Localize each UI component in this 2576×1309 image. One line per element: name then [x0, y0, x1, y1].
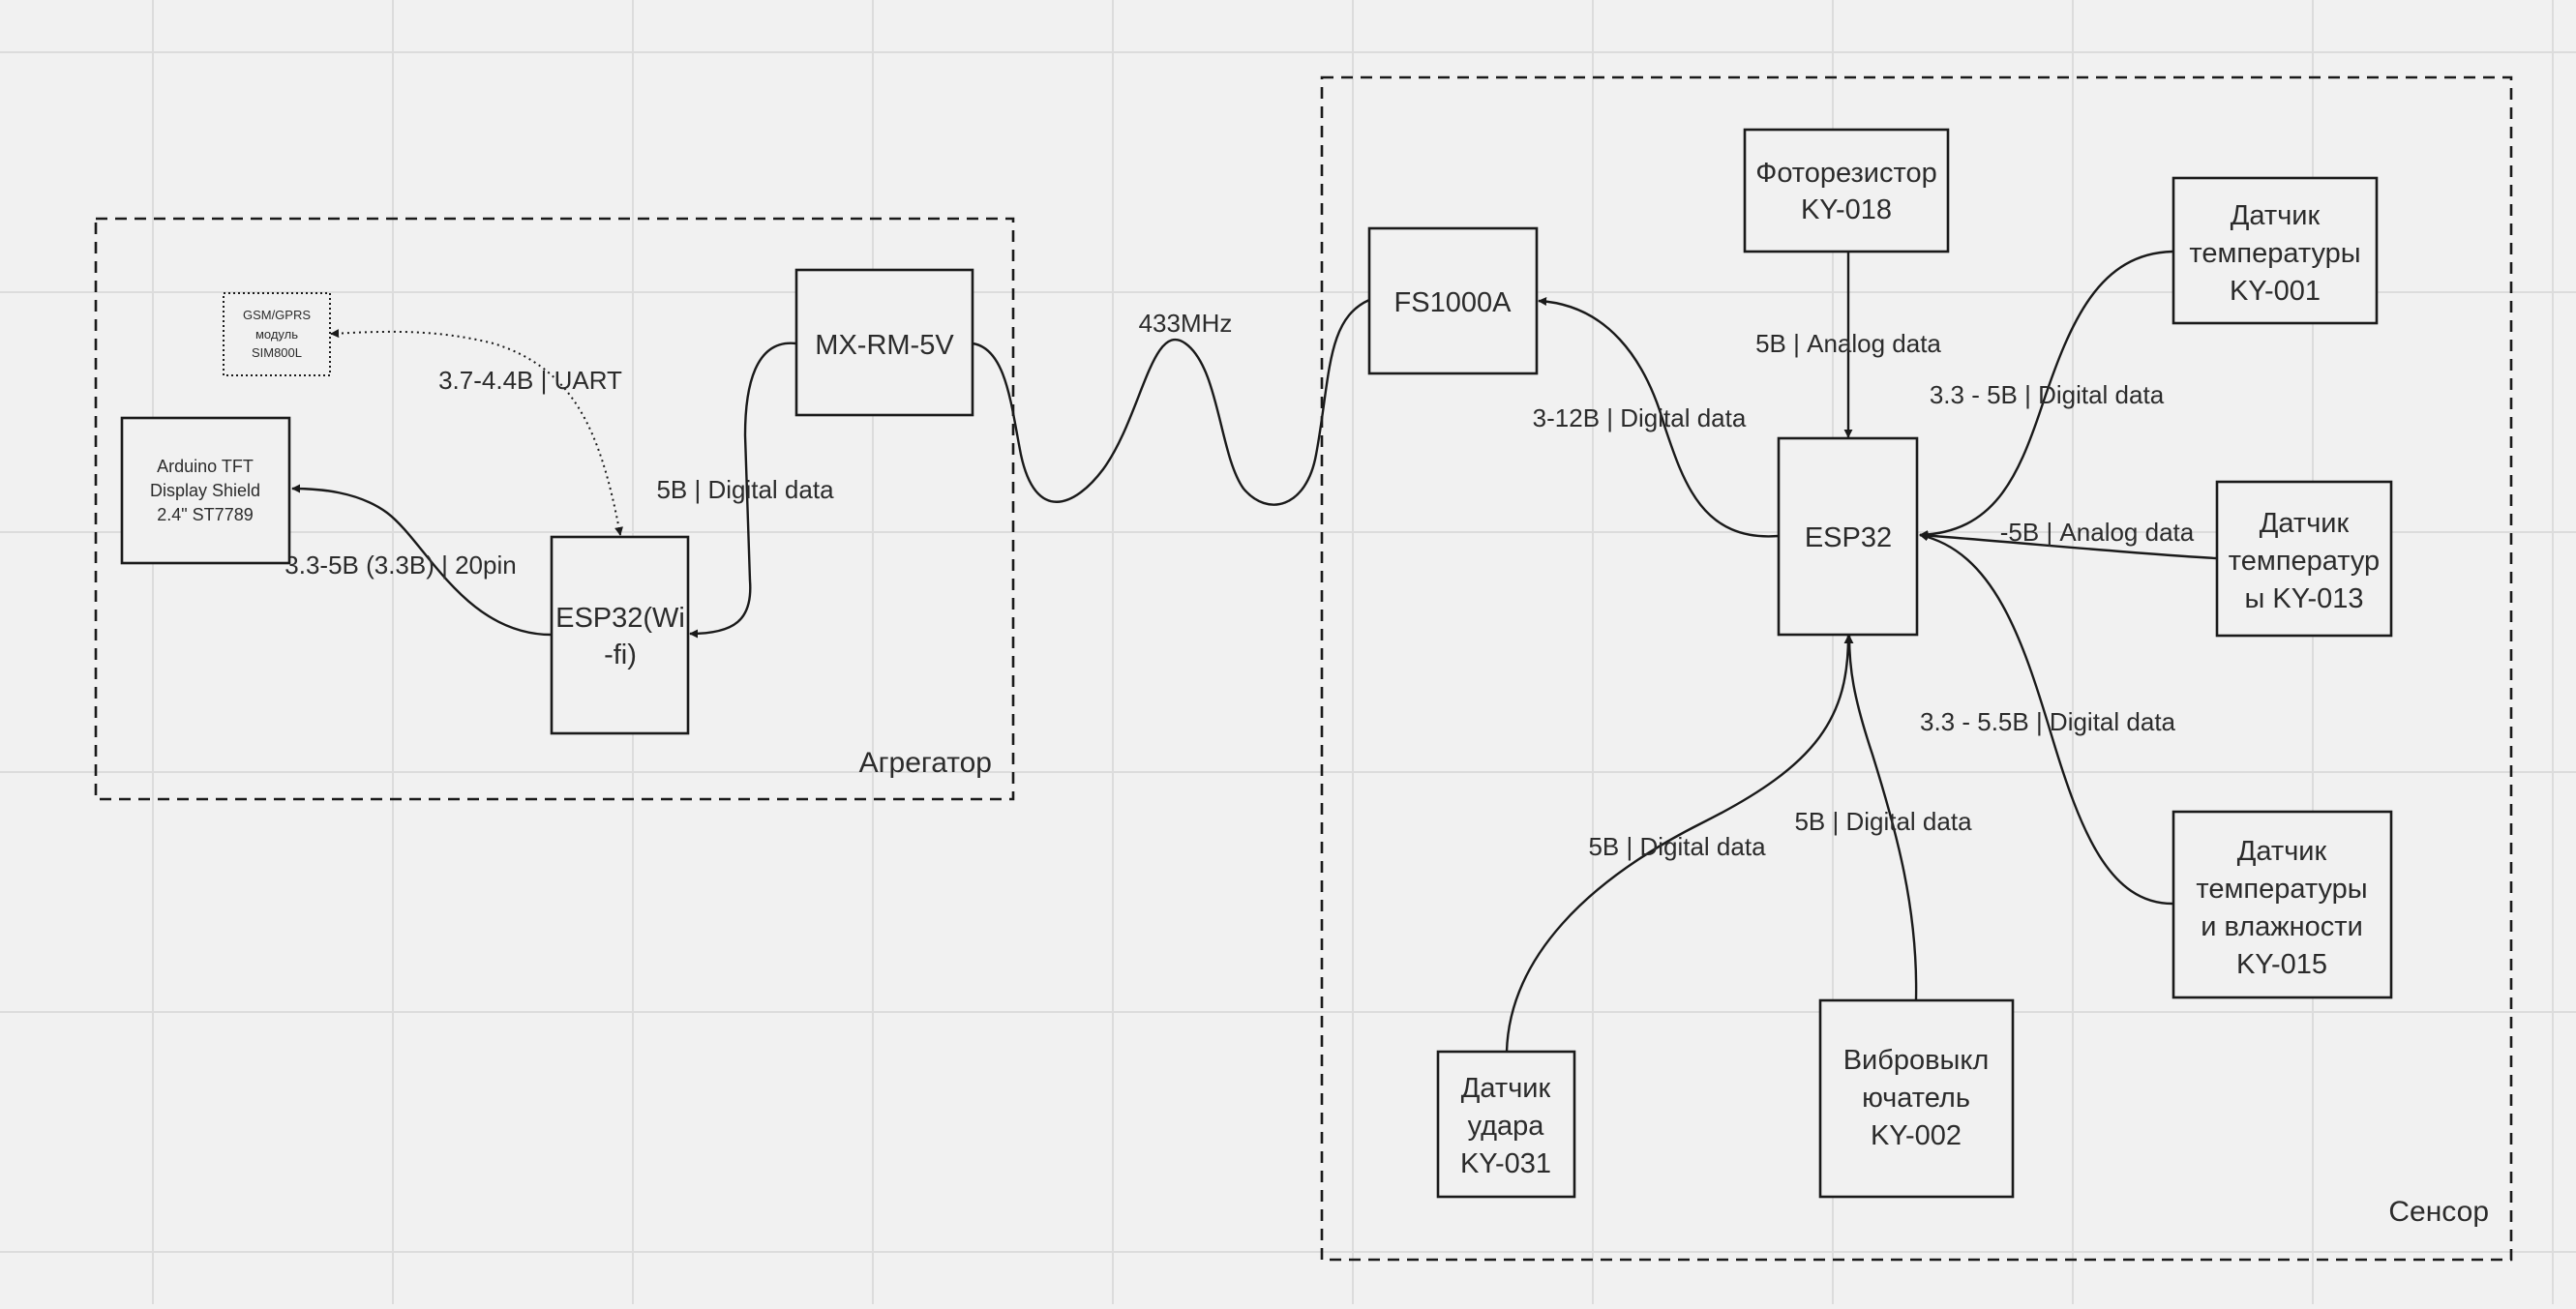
ky031-connector	[1505, 635, 1853, 1053]
ky001-line-1: Датчик	[2231, 200, 2321, 231]
edge-label-ky002-digital: 5В | Digital data	[1794, 807, 1972, 836]
ky015-line-3: и влажности	[2201, 911, 2363, 942]
esp32-node[interactable]: ESP32	[1777, 436, 1919, 637]
ky015-connector	[1919, 532, 2173, 906]
esp32-line-1: ESP32	[1805, 522, 1892, 553]
esp32-wifi-node[interactable]: ESP32(Wi -fi)	[550, 535, 690, 735]
edge-label-ky001-digital: 3.3 - 5В | Digital data	[1930, 380, 2165, 409]
ky015-line-1: Датчик	[2237, 836, 2327, 867]
ky001-line-3: KY-001	[2230, 276, 2321, 307]
temp-humidity-sensor-ky015-node[interactable]: Датчик температуры и влажности KY-015	[2172, 810, 2393, 999]
ky002-connector	[1844, 635, 1918, 1000]
ky002-line-1: Вибровыкл	[1843, 1045, 1990, 1076]
ky002-line-2: ючатель	[1862, 1083, 1970, 1114]
tft-connector	[291, 484, 553, 637]
ky015-line-4: KY-015	[2236, 949, 2327, 980]
edge-label-fs-digital: 3-12В | Digital data	[1533, 403, 1747, 432]
aggregator-group	[94, 217, 1015, 801]
tft-line-2: Display Shield	[150, 481, 260, 500]
esp32-wifi-line-2: -fi)	[604, 640, 637, 670]
shock-sensor-ky031-node[interactable]: Датчик удара KY-031	[1436, 1050, 1576, 1199]
mx-rm-5v-node[interactable]: MX-RM-5V	[794, 268, 974, 417]
edge-label-mx-digital: 5В | Digital data	[656, 475, 834, 504]
ky002-line-3: KY-002	[1871, 1120, 1962, 1151]
ky013-line-2: температур	[2229, 546, 2380, 577]
esp32-wifi-line-1: ESP32(Wi	[555, 603, 685, 634]
gsm-line-3: SIM800L	[252, 345, 302, 360]
edge-label-ky031-digital: 5В | Digital data	[1588, 832, 1766, 861]
gsm-line-1: GSM/GPRS	[243, 308, 311, 322]
radio-433mhz-connector	[972, 298, 1370, 506]
sensor-group	[1320, 75, 2513, 1262]
photoresistor-line-2: KY-018	[1801, 194, 1892, 225]
tft-display-node[interactable]: Arduino TFT Display Shield 2.4" ST7789	[120, 416, 291, 565]
gsm-line-2: модуль	[255, 327, 298, 342]
edge-label-ky015-digital: 3.3 - 5.5В | Digital data	[1920, 707, 2176, 736]
temp-sensor-ky013-node[interactable]: Датчик температур ы KY-013	[2215, 480, 2393, 638]
mx-rm-line-1: MX-RM-5V	[815, 330, 954, 361]
fs1000a-line-1: FS1000A	[1394, 287, 1513, 318]
fs1000a-node[interactable]: FS1000A	[1367, 226, 1539, 375]
tft-line-1: Arduino TFT	[157, 457, 254, 476]
tft-line-3: 2.4" ST7789	[157, 505, 253, 524]
gsm-module-node[interactable]: GSM/GPRS модуль SIM800L	[223, 292, 331, 376]
temp-sensor-ky001-node[interactable]: Датчик температуры KY-001	[2172, 176, 2379, 325]
photoresistor-line-1: Фоторезистор	[1755, 158, 1936, 189]
vibration-switch-ky002-node[interactable]: Вибровыкл ючатель KY-002	[1818, 998, 2015, 1199]
ky001-connector	[1919, 250, 2173, 540]
ky015-line-2: температуры	[2196, 874, 2367, 905]
edge-label-ky013-analog: -5В | Analog data	[2000, 518, 2195, 547]
edge-label-tft-20pin: 3.3-5В (3.3В) | 20pin	[285, 550, 516, 580]
edge-label-gsm-uart: 3.7-4.4В | UART	[438, 366, 622, 395]
ky013-line-1: Датчик	[2260, 508, 2350, 539]
esp32-fs1000a-connector	[1538, 296, 1780, 538]
ky013-line-3: ы KY-013	[2245, 583, 2364, 614]
ky001-line-2: температуры	[2189, 238, 2360, 269]
aggregator-group-title: Агрегатор	[859, 747, 992, 779]
ky031-line-3: KY-031	[1460, 1148, 1551, 1179]
mx-esp32-connector	[689, 342, 797, 639]
edge-label-photo-analog: 5В | Analog data	[1755, 329, 1941, 358]
edge-label-radio: 433MHz	[1139, 309, 1233, 338]
photoresistor-node[interactable]: Фоторезистор KY-018	[1743, 128, 1950, 253]
ky013-connector	[1919, 531, 2217, 560]
ky031-line-1: Датчик	[1461, 1073, 1551, 1104]
ky031-line-2: удара	[1468, 1111, 1545, 1142]
sensor-group-title: Сенсор	[2388, 1196, 2489, 1228]
